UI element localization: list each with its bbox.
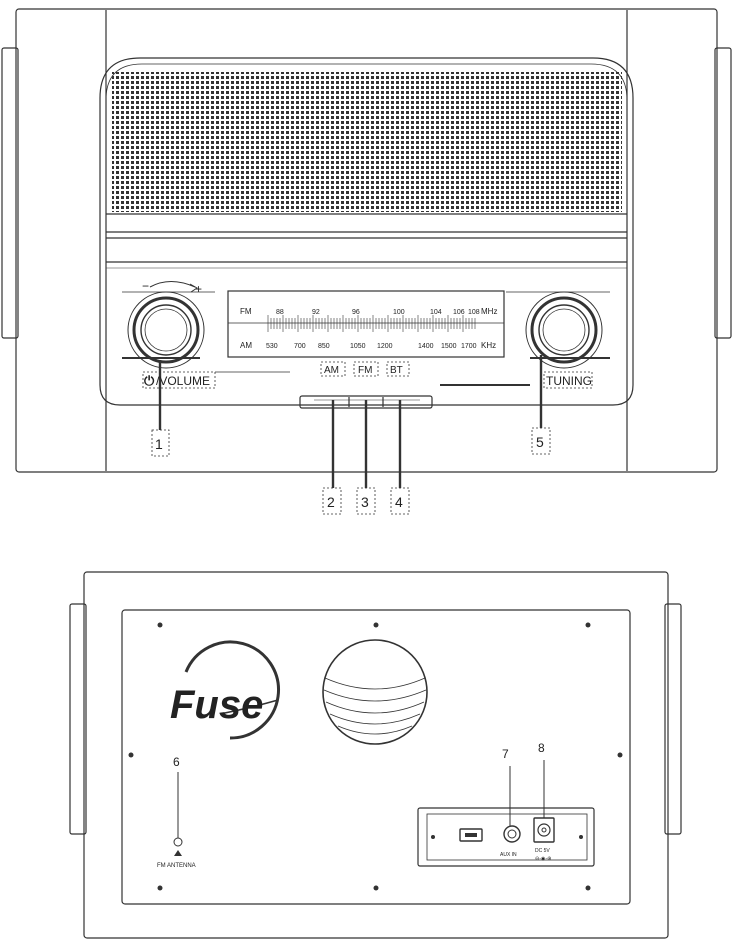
front-left-handle [1, 47, 19, 339]
fm-scale-number: 88 [276, 309, 284, 316]
mode-button-bt-label: BT [390, 365, 403, 376]
callout-6: 6 [173, 755, 180, 769]
grille-frame [99, 57, 634, 406]
am-scale-number: 1200 [377, 343, 393, 350]
callout-3: 3 [361, 494, 369, 510]
am-scale-number: 1400 [418, 343, 434, 350]
back-labels: Fuse 6 7 8 FM ANTENNA AUX IN DC 5V ⊖-◉-⊕ [157, 683, 551, 869]
am-scale-number: 1050 [350, 343, 366, 350]
power-icon: ⏻ [144, 374, 155, 389]
fm-band-label: FM [240, 307, 252, 316]
volume-knob[interactable] [127, 291, 205, 369]
aux-in-label: AUX IN [500, 852, 517, 858]
volume-arc-arrow [149, 281, 196, 288]
am-unit-label: KHz [481, 341, 496, 350]
tuning-label: TUNING [546, 374, 592, 388]
am-scale-number: 1700 [461, 343, 477, 350]
fm-antenna-label: FM ANTENNA [157, 863, 196, 869]
aux-in-jack[interactable] [503, 825, 521, 843]
fm-scale-number: 108 [468, 309, 480, 316]
am-scale-number: 1500 [441, 343, 457, 350]
dc-input-jack[interactable] [533, 817, 555, 843]
callout-8: 8 [538, 741, 545, 755]
fm-scale-number: 92 [312, 309, 320, 316]
fuse-logo: Fuse [170, 683, 263, 727]
am-scale-number: 530 [266, 343, 278, 350]
tuning-knob[interactable] [525, 291, 603, 369]
usb-port[interactable] [459, 828, 483, 842]
volume-label: /VOLUME [156, 374, 210, 388]
fm-antenna-jack[interactable] [173, 837, 183, 847]
mode-button-fm-label: FM [358, 365, 372, 376]
back-cabinet [83, 571, 669, 939]
volume-plus-sign: + [195, 282, 202, 296]
fm-scale-number: 104 [430, 309, 442, 316]
callout-5: 5 [536, 434, 544, 450]
am-scale: 530 700 850 1050 1200 1400 1500 1700 [266, 343, 477, 350]
back-right-handle [664, 603, 682, 835]
fuse-logo-ring [184, 640, 280, 740]
fm-scale-number: 100 [393, 309, 405, 316]
back-view [69, 571, 682, 939]
connector-panel [417, 807, 595, 867]
back-panel [121, 609, 631, 905]
passive-radiator [322, 639, 428, 745]
mode-button-am-label: AM [324, 365, 339, 376]
fm-unit-label: MHz [481, 307, 497, 316]
am-scale-number: 850 [318, 343, 330, 350]
volume-minus-sign: − [142, 279, 149, 293]
am-scale-number: 700 [294, 343, 306, 350]
dc-label: DC 5V [535, 848, 550, 854]
fm-scale-number: 96 [352, 309, 360, 316]
screws [128, 622, 623, 891]
am-band-label: AM [240, 341, 252, 350]
dc-polarity-symbol: ⊖-◉-⊕ [535, 856, 551, 862]
callout-4: 4 [395, 494, 403, 510]
tuning-dial-window [227, 290, 505, 358]
callout-2: 2 [327, 494, 335, 510]
front-view [1, 8, 732, 515]
callout-7: 7 [502, 747, 509, 761]
front-right-handle [714, 47, 732, 339]
speaker-grille [112, 72, 622, 212]
callout-1: 1 [155, 436, 163, 452]
fm-scale-number: 106 [453, 309, 465, 316]
back-left-handle [69, 603, 87, 835]
